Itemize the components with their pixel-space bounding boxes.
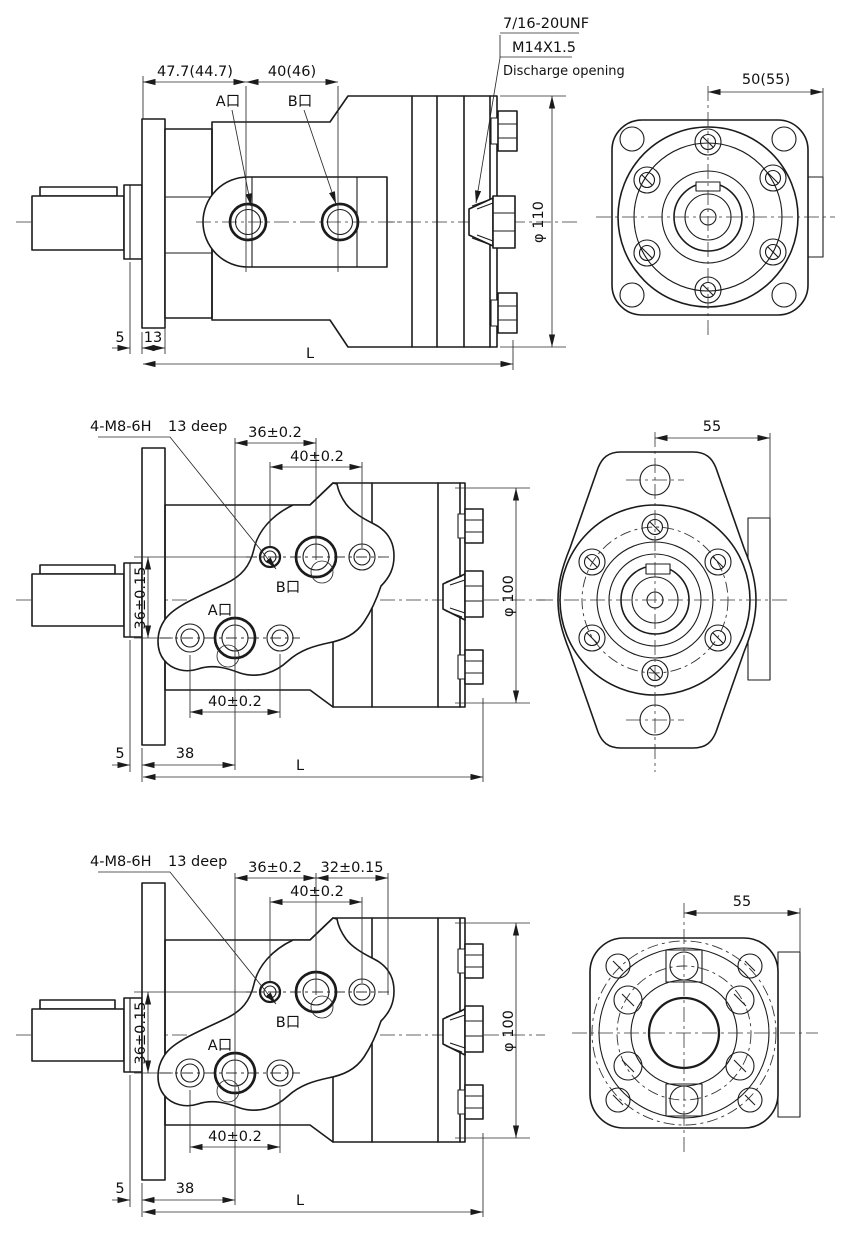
bolt-hole: [613, 985, 643, 1015]
label-port-b: B口: [276, 580, 300, 596]
dim-bottom-pair: 40±0.2: [208, 694, 262, 710]
label-thread-depth: 13 deep: [168, 419, 227, 435]
label-port-a: A口: [216, 94, 240, 110]
leader-port-a: [231, 109, 252, 207]
corner-hole: [771, 126, 797, 152]
leader-thread-holes: [98, 436, 277, 570]
corner-hole: [619, 126, 645, 152]
dim-length: L: [306, 346, 314, 362]
dimensions-top-row: 47.7(44.7) 40(46) A口 B口 7/16-20UNF M14X1…: [112, 16, 625, 370]
dim-flange-span: 55: [703, 419, 721, 435]
bolt-hole: [669, 951, 699, 981]
corner-hole: [737, 1087, 763, 1113]
dim-flange-to-a: 38: [176, 1181, 194, 1197]
small-hole: [175, 623, 205, 653]
dim-seal: 5: [115, 330, 124, 346]
bolt-hole: [725, 1051, 755, 1081]
keyway: [645, 563, 671, 575]
discharge-fitting: [468, 195, 516, 249]
side-view-middle-text: 4-M8-6H 13 deep 36±0.2 40±0.2 B口 A口 36±0…: [90, 419, 517, 774]
dim-a-to-b: 40(46): [268, 64, 316, 80]
port-b-hole: [320, 202, 360, 242]
mounting-flange-plate: [141, 118, 166, 329]
label-thread-metric: M14X1.5: [512, 40, 576, 56]
side-view-bottom: 4-M8-6H 13 deep 36±0.2 32±0.15 40±0.2 B口…: [16, 854, 545, 1217]
label-port-a: A口: [208, 603, 232, 619]
port-boss: [196, 176, 400, 268]
dim-row-span: 36±0.15: [133, 567, 149, 630]
side-view-top: 47.7(44.7) 40(46) A口 B口 7/16-20UNF M14X1…: [16, 16, 625, 370]
dim-row-span: 36±0.15: [133, 1002, 149, 1065]
dim-body-diameter: φ 100: [501, 575, 517, 617]
flange-face: [611, 119, 809, 316]
shaft-collar: [123, 184, 143, 260]
leader-discharge: [474, 35, 501, 204]
dim-shaft-to-a: 47.7(44.7): [157, 64, 233, 80]
end-view-top: 50(55): [596, 72, 835, 338]
label-thread-unf: 7/16-20UNF: [503, 16, 589, 32]
label-thread-holes: 4-M8-6H: [90, 854, 152, 870]
leader-port-b: [303, 109, 337, 205]
dim-length: L: [296, 1193, 304, 1209]
dim-body-diameter: φ 100: [501, 1010, 517, 1052]
dim-flange-span: 55: [733, 894, 751, 910]
corner-hole: [605, 953, 631, 979]
dim-top-pair: 40±0.2: [290, 449, 344, 465]
corner-hole: [771, 282, 797, 308]
dim-body-diameter: φ 110: [531, 201, 547, 243]
output-shaft: [31, 573, 125, 627]
dim-flange: 13: [144, 330, 162, 346]
label-thread-depth: 13 deep: [168, 854, 227, 870]
dim-top-pair: 40±0.2: [290, 884, 344, 900]
rear-bolt: [457, 649, 484, 685]
corner-hole: [605, 1087, 631, 1113]
dim-bottom-pair: 40±0.2: [208, 1129, 262, 1145]
rear-bolt: [457, 508, 484, 544]
label-thread-holes: 4-M8-6H: [90, 419, 152, 435]
dim-seal: 5: [115, 746, 124, 762]
end-view-middle: 55: [538, 419, 788, 772]
dim-seal: 5: [115, 1181, 124, 1197]
discharge-fitting: [442, 570, 484, 621]
dim-length: L: [296, 758, 304, 774]
corner-hole: [737, 953, 763, 979]
bolt-hole: [613, 1051, 643, 1081]
dim-flange-to-a: 38: [176, 746, 194, 762]
bolt-hole: [725, 985, 755, 1015]
dim-bolt-span: 50(55): [742, 72, 790, 88]
corner-hole: [619, 282, 645, 308]
label-port-b: B口: [276, 1015, 300, 1031]
rear-bolts: [468, 110, 518, 334]
end-view-bottom: 55: [572, 894, 818, 1152]
label-discharge-opening: Discharge opening: [503, 64, 625, 79]
dim-rear-span: 32±0.15: [321, 860, 384, 876]
shaft-key: [39, 186, 118, 197]
dim-hole-span: 36±0.2: [248, 425, 302, 441]
output-shaft: [31, 195, 125, 251]
label-port-b: B口: [288, 94, 312, 110]
motor-body: [211, 95, 498, 348]
dim-hole-span: 36±0.2: [248, 860, 302, 876]
side-tab: [777, 951, 801, 1118]
side-view-middle-geometry: [16, 436, 545, 782]
label-port-a: A口: [208, 1038, 232, 1054]
shaft-key: [39, 564, 116, 575]
small-hole: [266, 624, 294, 652]
dimension-lines: [98, 436, 530, 782]
